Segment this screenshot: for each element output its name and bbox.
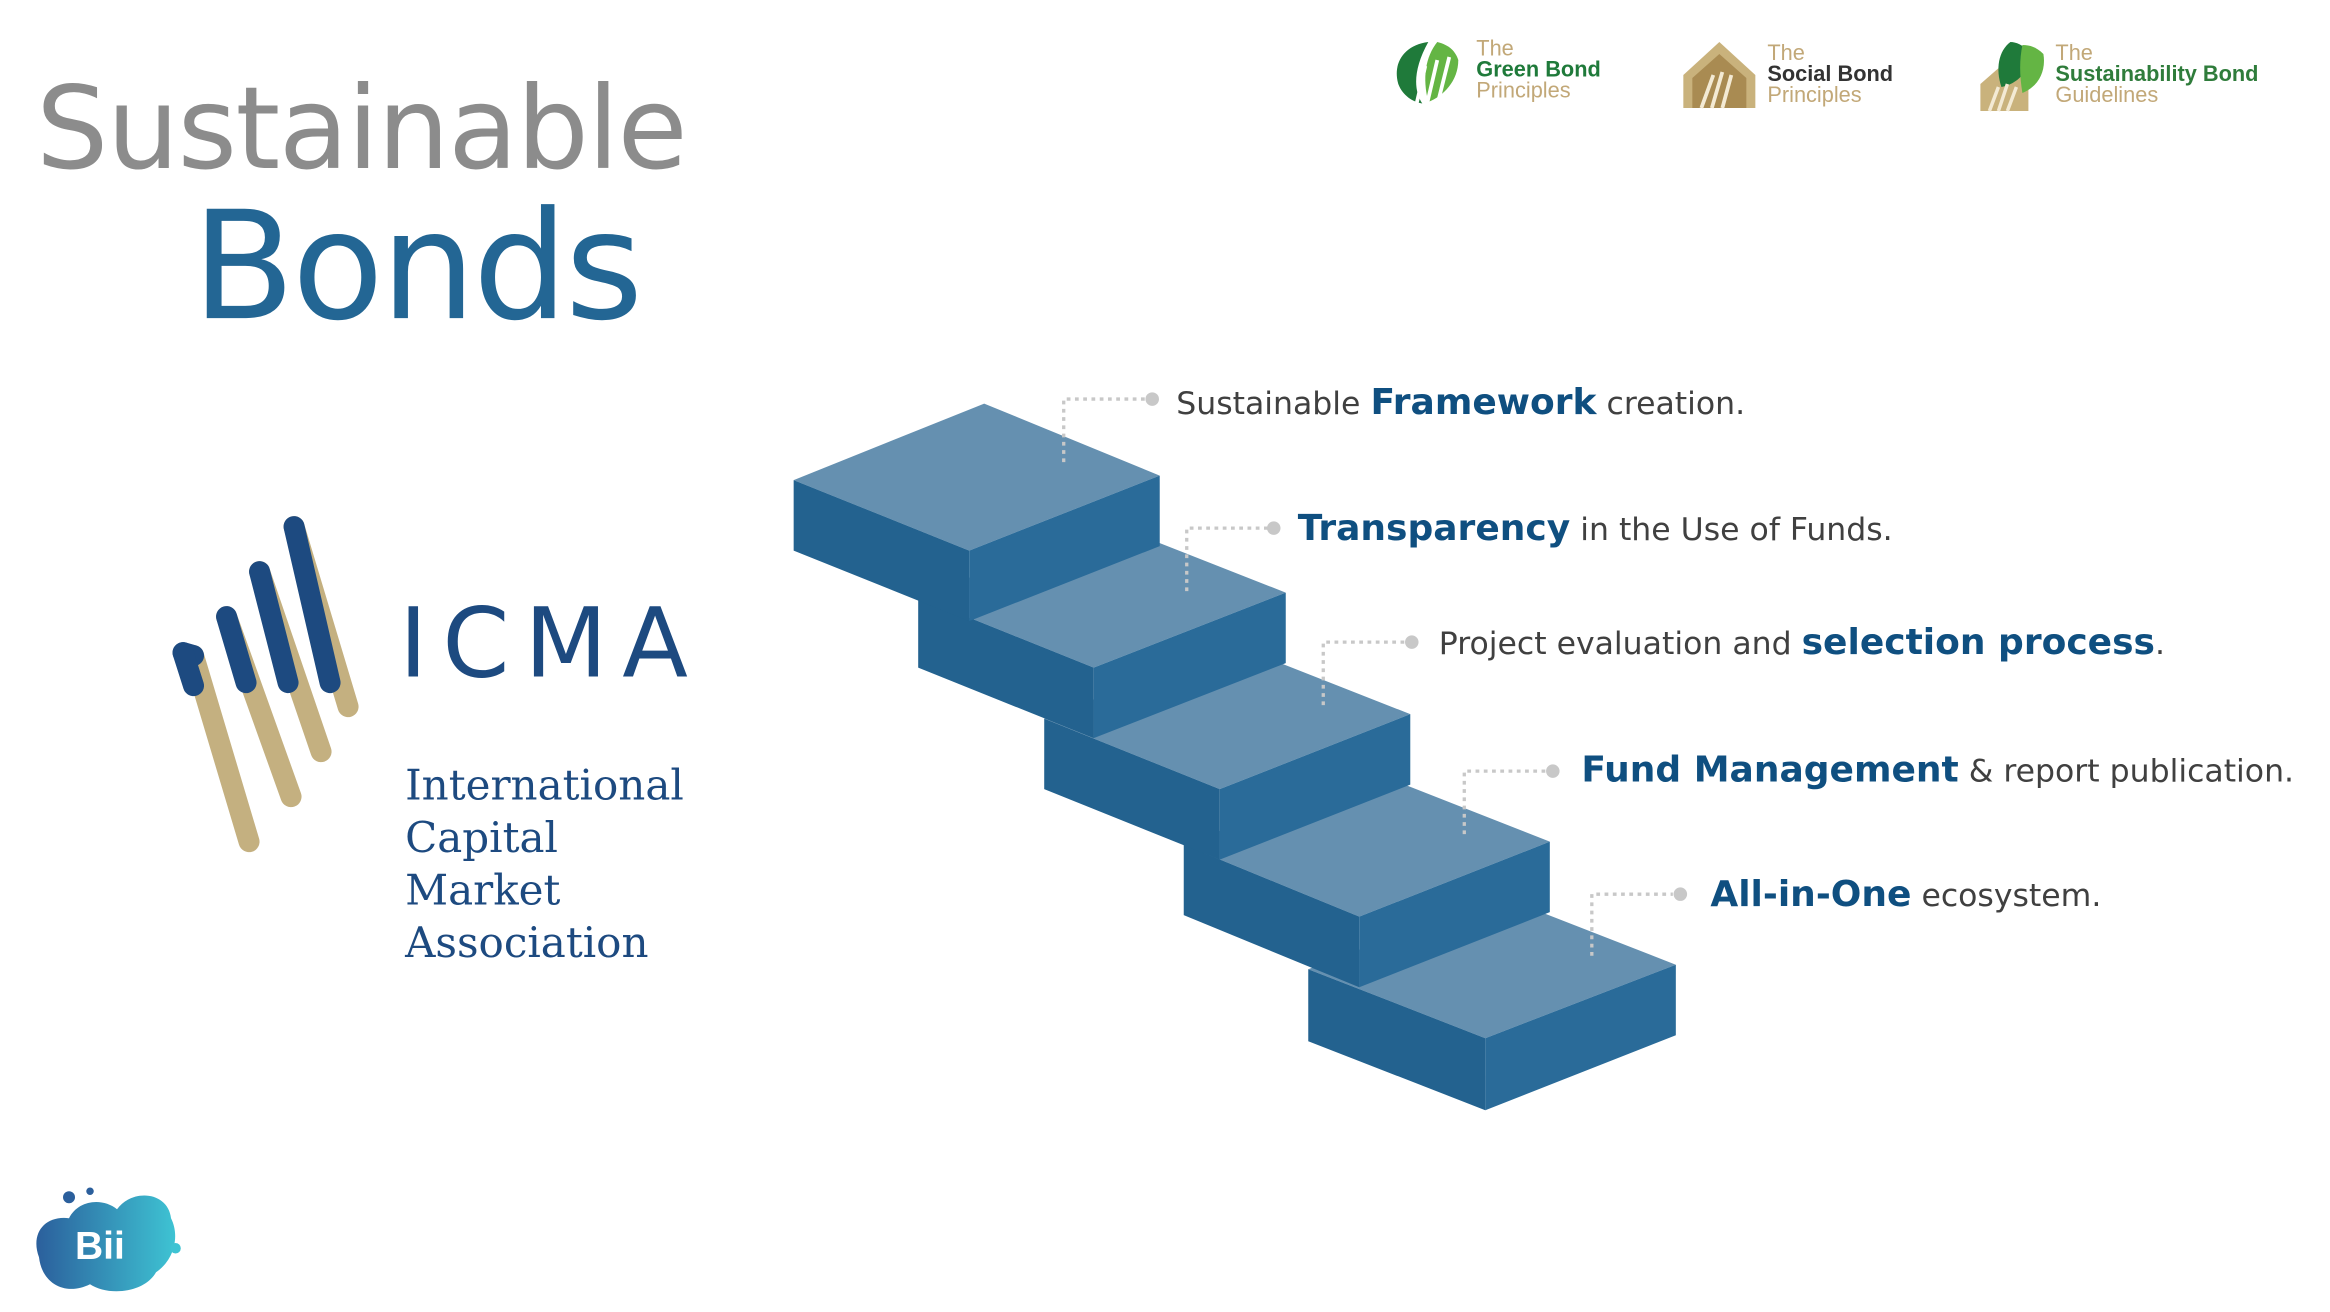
step-1-suffix: creation. [1596,385,1746,422]
social-bond-sub: Principles [1767,84,1862,109]
sustainability-bond-leaf-house-icon [1980,42,2044,112]
step-3-keyword: selection process [1801,621,2155,664]
step-2-label: Transparency in the Use of Funds. [1298,510,1893,546]
connector-1 [1062,397,1145,463]
step-2-suffix: in the Use of Funds. [1570,511,1893,548]
step-3 [1044,645,1411,860]
green-bond-the: The [1476,37,1514,62]
connector-dot-1 [1145,392,1159,406]
connector-5 [1590,892,1673,956]
title-sustainable: Sustainable [36,61,688,196]
step-5-suffix: ecosystem. [1911,877,2102,914]
connector-4 [1462,769,1546,835]
step-4-keyword: Fund Management [1581,748,1959,791]
icma-acronym: ICMA [399,589,703,701]
bii-logo-blob-icon [36,1187,181,1292]
bii-logo-text: Bii [75,1222,125,1268]
step-2 [918,523,1286,739]
title-bonds: Bonds [192,178,643,355]
step-4-label: Fund Management & report publication. [1581,752,2294,788]
icma-name-line: Market [405,865,561,916]
icma-stripes-icon [172,516,359,853]
icma-name-line: Capital [405,813,558,863]
connector-dot-2 [1267,521,1281,535]
social-bond-house-icon [1683,42,1756,109]
connector-dot-5 [1673,887,1688,901]
step-1-prefix: Sustainable [1176,385,1371,422]
green-bond-leaf-icon [1396,42,1459,106]
step-2-keyword: Transparency [1297,507,1571,550]
step-5-keyword: All-in-One [1710,873,1912,916]
green-bond-sub: Principles [1476,79,1571,104]
social-bond-the: The [1767,42,1805,67]
sustainability-bond-name: Sustainability Bond [2055,63,2259,88]
green-bond-name: Green Bond [1476,58,1601,83]
connector-2 [1185,526,1268,592]
icma-full-name: International Capital Market Association [405,759,684,969]
step-4-suffix: & report publication. [1958,753,2295,790]
step-1 [793,403,1160,622]
step-5 [1308,895,1676,1111]
connector-dot-3 [1405,635,1419,649]
step-5-label: All-in-One ecosystem. [1710,876,2101,912]
sustainability-bond-the: The [2055,42,2093,67]
step-3-label: Project evaluation and selection process… [1439,624,2165,660]
icma-name-line: Association [405,918,649,968]
social-bond-name: Social Bond [1767,63,1894,88]
step-4 [1183,772,1550,988]
icma-name-line: International [405,760,684,811]
sustainability-bond-sub: Guidelines [2055,84,2159,109]
step-1-label: Sustainable Framework creation. [1176,384,1745,420]
step-3-prefix: Project evaluation and [1438,625,1802,662]
step-3-suffix: . [2154,625,2165,662]
connector-dot-4 [1546,764,1560,778]
step-1-keyword: Framework [1370,381,1597,424]
connector-3 [1321,640,1405,706]
